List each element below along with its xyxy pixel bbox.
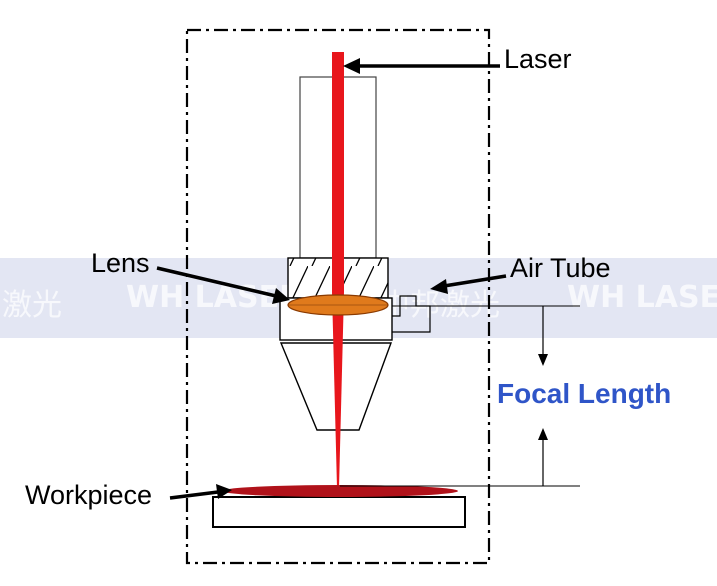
- watermark-brand-right: WH LASE: [567, 280, 717, 315]
- air-tube-leader-line: [443, 274, 507, 288]
- workpiece-leader-line: [169, 490, 219, 500]
- workpiece-plate: [212, 496, 466, 528]
- lens-leader-arrowhead: [272, 288, 290, 304]
- watermark-brand-left: WH LASER: [126, 280, 303, 315]
- focal-arrow-top-head: [538, 354, 548, 366]
- air-tube-label: Air Tube: [510, 253, 611, 283]
- lens-label: Lens: [91, 248, 150, 278]
- laser-label: Laser: [504, 44, 572, 74]
- laser-leader-arrowhead: [343, 58, 360, 74]
- air-tube-leader-arrowhead: [430, 279, 448, 294]
- air-tube-fitting: [392, 295, 431, 333]
- workpiece-leader-arrowhead: [216, 484, 232, 499]
- focal-length-label: Focal Length: [497, 378, 672, 409]
- lens-leader-line: [156, 266, 277, 298]
- focal-arrow-bottom-head: [538, 428, 548, 440]
- workpiece-label: Workpiece: [25, 480, 153, 510]
- workpiece-spot: [222, 485, 458, 497]
- housing-boundary: [185, 28, 491, 565]
- laser-beam: [332, 52, 344, 488]
- watermark-chinese-left: 激光: [2, 288, 62, 323]
